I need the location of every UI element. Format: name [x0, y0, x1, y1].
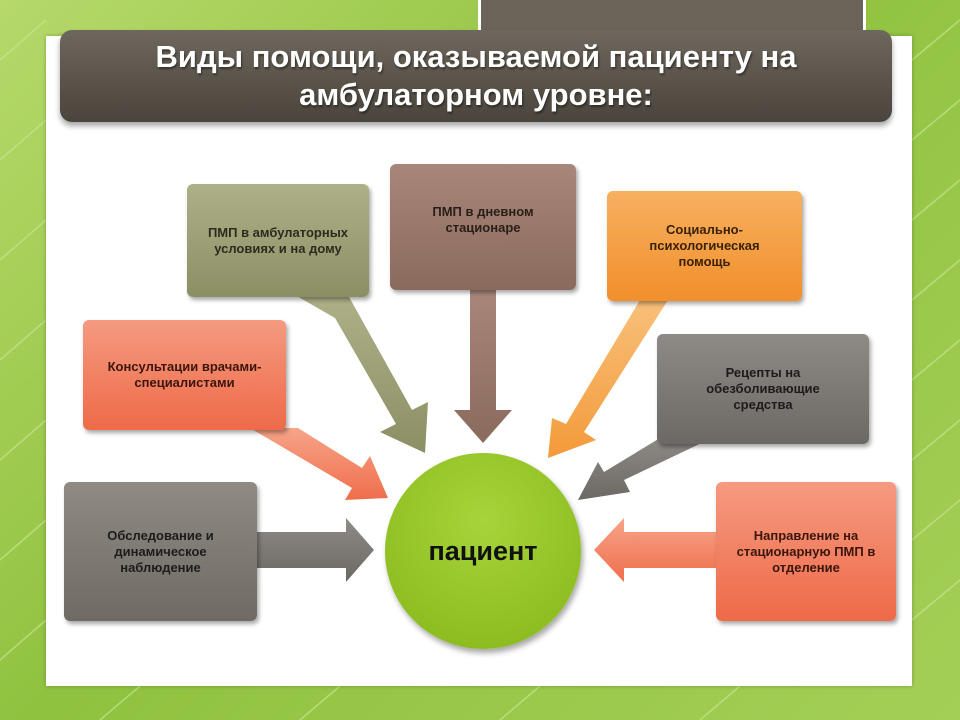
title-bar: Виды помощи, оказываемой пациенту на амб… — [60, 30, 892, 122]
node-referral: Направление на стационарную ПМП в отделе… — [716, 482, 896, 621]
node-consult: Консультации врачами-специалистами — [83, 320, 286, 430]
arrow-referral — [594, 518, 718, 582]
node-exam: Обследование и динамическое наблюдение — [64, 482, 257, 621]
node-ambulatory-label: ПМП в амбулаторных условиях и на дому — [207, 224, 349, 256]
slide-title: Виды помощи, оказываемой пациенту на амб… — [155, 39, 797, 112]
center-label: пациент — [428, 535, 538, 566]
node-ambulatory: ПМП в амбулаторных условиях и на дому — [187, 184, 369, 297]
node-prescriptions-label: Рецепты на обезболивающие средства — [706, 365, 820, 412]
arrow-consult — [250, 428, 388, 500]
arrow-ambulatory — [295, 295, 428, 453]
node-exam-label: Обследование и динамическое наблюдение — [107, 527, 214, 575]
node-referral-label: Направление на стационарную ПМП в отделе… — [736, 527, 876, 575]
center-node-patient: пациент — [385, 453, 581, 649]
node-day-hospital-label: ПМП в дневном стационаре — [432, 204, 534, 235]
arrow-prescriptions — [578, 438, 712, 500]
arrow-exam — [256, 518, 374, 582]
node-consult-label: Консультации врачами-специалистами — [107, 359, 262, 390]
arrow-social — [548, 300, 668, 458]
node-social-label: Социально-психологическая помощь — [649, 222, 760, 269]
node-social: Социально-психологическая помощь — [607, 191, 802, 301]
arrow-day-hospital — [454, 290, 512, 443]
node-day-hospital: ПМП в дневном стационаре — [390, 164, 576, 290]
node-prescriptions: Рецепты на обезболивающие средства — [657, 334, 869, 444]
